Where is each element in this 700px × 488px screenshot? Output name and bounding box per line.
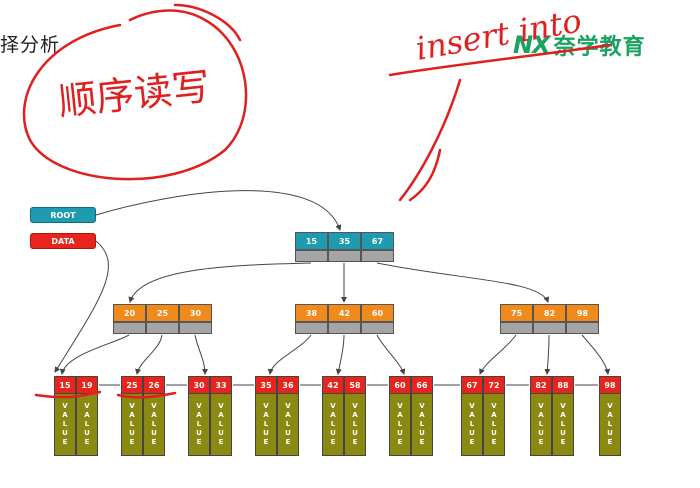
tree-link-line xyxy=(59,334,130,375)
child-pointer-cell xyxy=(533,322,566,334)
child-pointer-cell xyxy=(113,322,146,334)
circled-annotation-text: 顺序读写 xyxy=(56,64,212,124)
internal-key: 82 xyxy=(533,304,566,322)
tree-link-line xyxy=(479,334,517,375)
child-pointer-cell xyxy=(361,322,394,334)
leaf-key: 36 xyxy=(277,376,299,394)
internal-key: 38 xyxy=(295,304,328,322)
internal-key: 20 xyxy=(113,304,146,322)
child-pointer-cell xyxy=(361,250,394,262)
annotation-underline xyxy=(116,391,177,399)
child-pointer-cell xyxy=(328,322,361,334)
child-pointer-cell xyxy=(146,322,179,334)
data-link-line xyxy=(54,240,109,373)
leaf-key: 15 xyxy=(54,376,76,394)
annotation-circle xyxy=(22,9,248,181)
leaf-key: 67 xyxy=(461,376,483,394)
tree-link-line xyxy=(335,334,345,375)
tree-link-line xyxy=(135,334,163,375)
internal-key: 98 xyxy=(566,304,599,322)
leaf-key: 88 xyxy=(552,376,574,394)
tree-link-line xyxy=(544,334,551,375)
root-key: 67 xyxy=(361,232,394,250)
child-pointer-cell xyxy=(295,250,328,262)
leaf-key: 66 xyxy=(411,376,433,394)
leaf-key: 25 xyxy=(121,376,143,394)
leaf-key: 26 xyxy=(143,376,165,394)
annotation-arrow xyxy=(408,148,442,202)
root-pointer-label: ROOT xyxy=(30,207,96,223)
annotation-underline xyxy=(34,390,102,399)
leaf-key: 33 xyxy=(210,376,232,394)
root-link-line xyxy=(95,190,342,231)
page-title: 择分析 xyxy=(0,34,61,56)
leaf-key: 42 xyxy=(322,376,344,394)
internal-node: 38 42 60 xyxy=(295,304,394,334)
leaf-key: 58 xyxy=(344,376,366,394)
child-pointer-cell xyxy=(566,322,599,334)
internal-key: 60 xyxy=(361,304,394,322)
leaf-key: 98 xyxy=(599,376,621,394)
leaf-key: 30 xyxy=(188,376,210,394)
internal-node: 20 25 30 xyxy=(113,304,212,334)
data-pointer-label: DATA xyxy=(30,233,96,249)
leaf-key: 82 xyxy=(530,376,552,394)
tree-link-line xyxy=(267,334,312,375)
child-pointer-cell xyxy=(295,322,328,334)
root-key: 15 xyxy=(295,232,328,250)
internal-key: 42 xyxy=(328,304,361,322)
tree-link-line xyxy=(581,334,611,375)
child-pointer-cell xyxy=(328,250,361,262)
annotation-arc xyxy=(173,3,242,42)
annotation-arrow xyxy=(398,78,462,202)
leaf-key: 72 xyxy=(483,376,505,394)
leaf-key: 35 xyxy=(255,376,277,394)
leaf-key: 60 xyxy=(389,376,411,394)
root-node: 15 35 67 xyxy=(295,232,394,262)
insert-annotation-text: insert into xyxy=(413,1,585,68)
tree-link-line xyxy=(376,262,550,303)
internal-key: 75 xyxy=(500,304,533,322)
tree-link-line xyxy=(376,334,406,375)
child-pointer-cell xyxy=(179,322,212,334)
tree-link-line xyxy=(194,334,208,375)
internal-key: 25 xyxy=(146,304,179,322)
root-key: 35 xyxy=(328,232,361,250)
child-pointer-cell xyxy=(500,322,533,334)
internal-key: 30 xyxy=(179,304,212,322)
tree-link-line xyxy=(128,262,312,303)
internal-node: 75 82 98 xyxy=(500,304,599,334)
annotation-underline xyxy=(388,43,612,77)
